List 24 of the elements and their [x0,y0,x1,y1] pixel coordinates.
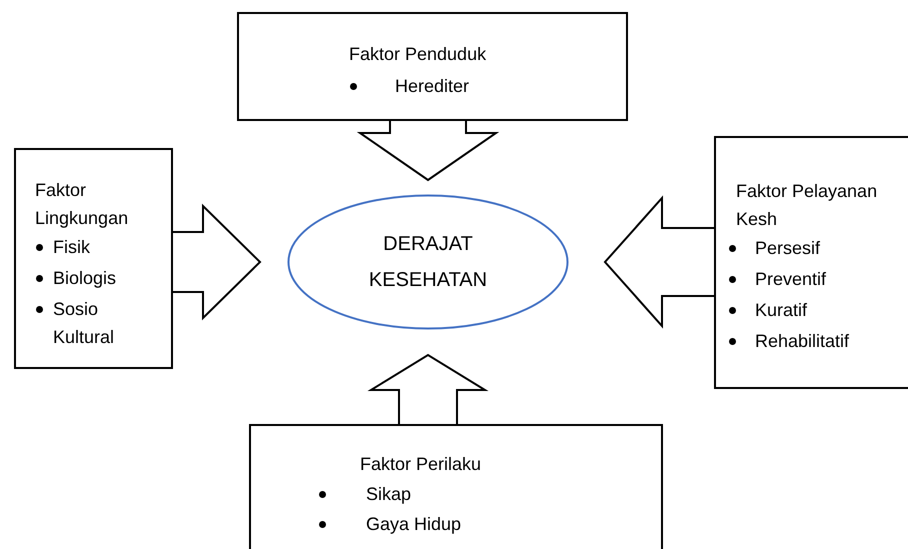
list-item: Sikap [366,483,412,506]
block-arrow [604,195,715,329]
list-item: Herediter [395,75,470,98]
list-item: Rehabilitatif [755,330,850,353]
list-item: Sosio Kultural [53,298,116,349]
ellipse-node [287,194,569,330]
list-item: Kuratif [755,299,808,322]
callout-box [249,424,663,549]
callout-box [714,136,908,389]
callout-box [14,148,173,369]
list-item: Biologis [53,267,118,290]
list-item: Preventif [755,268,828,291]
list-item: Fisik [53,236,91,259]
block-arrow [356,120,500,182]
block-arrow [367,354,489,425]
box-heading: Faktor Penduduk [349,43,488,66]
list-item: Gaya Hidup [366,513,462,536]
center-label: DERAJAT KESEHATAN [368,232,488,293]
box-heading: Faktor Pelayanan Kesh [736,180,878,231]
box-heading: Faktor Lingkungan [35,179,130,230]
list-item: Persesif [755,237,822,260]
box-heading: Faktor Perilaku [360,453,482,476]
callout-box [237,12,628,121]
block-arrow [172,204,262,320]
